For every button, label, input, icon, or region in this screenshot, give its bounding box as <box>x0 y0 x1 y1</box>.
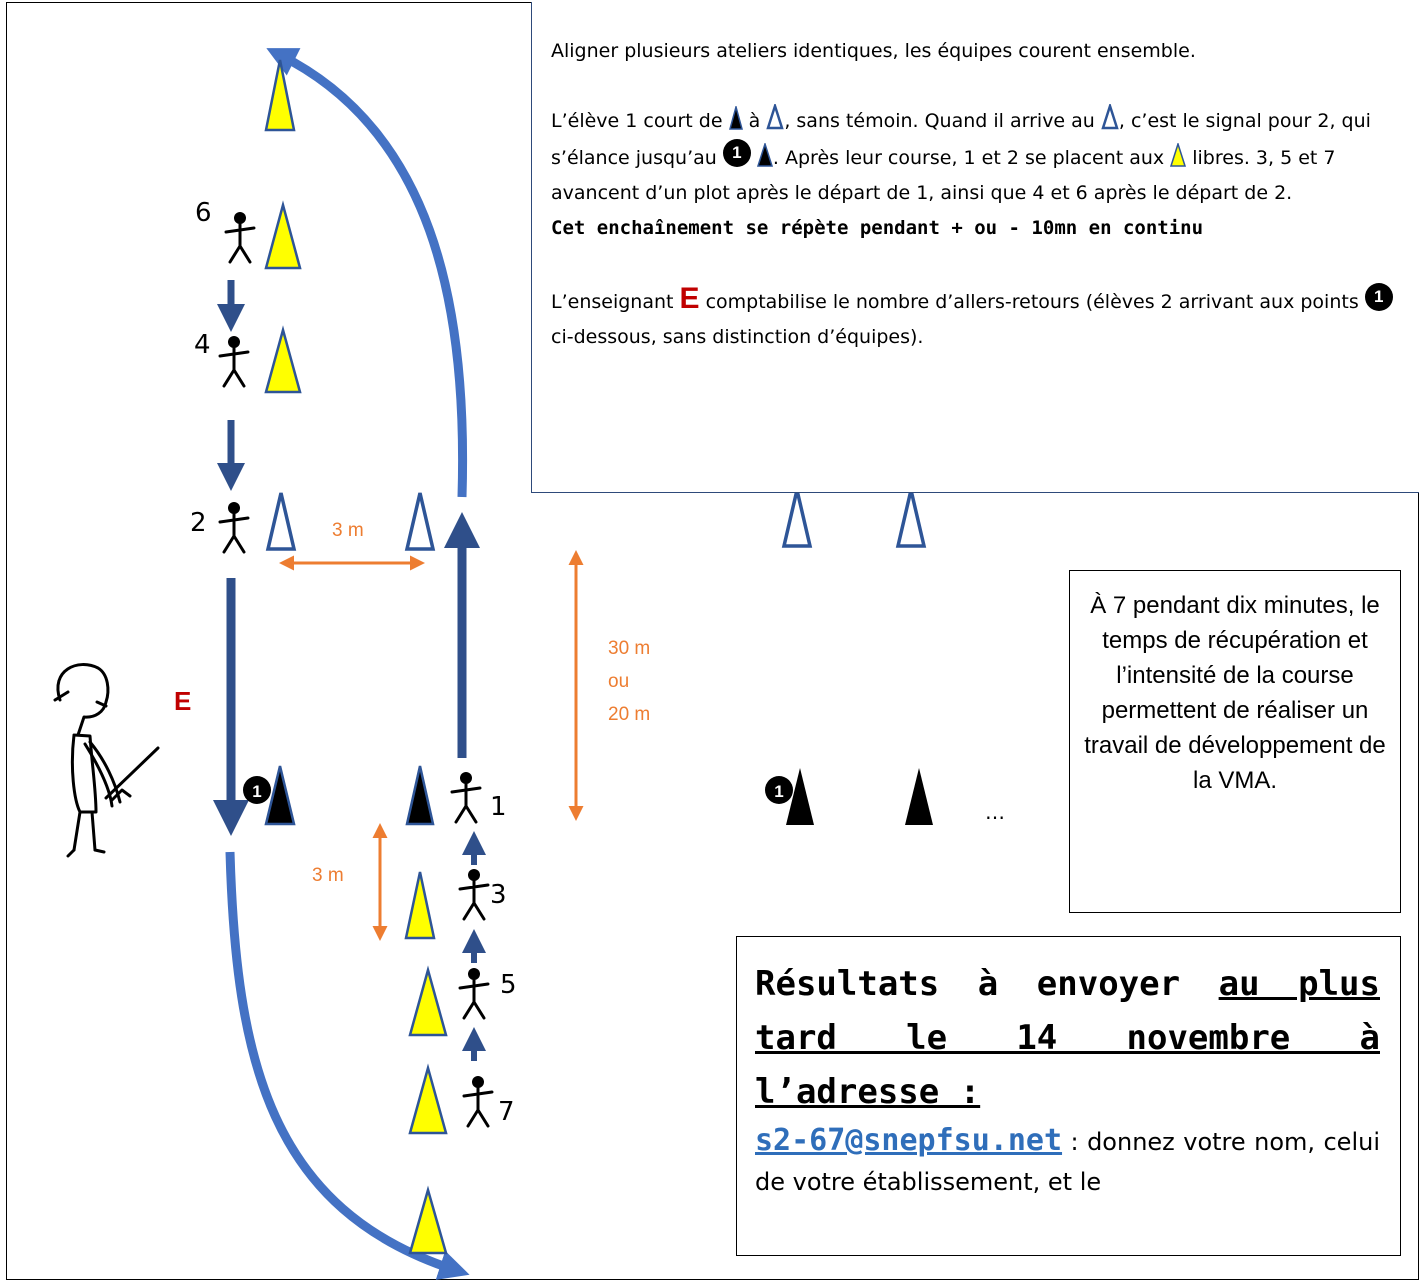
cone-black-icon <box>786 768 933 825</box>
runner-number: 1 <box>490 792 507 822</box>
return-path-top <box>280 55 463 497</box>
point-marker-label: 1 <box>774 782 783 801</box>
distance-label-spacing: 3 m <box>312 865 344 887</box>
results-box: Résultats à envoyer au plus tard le 14 n… <box>736 936 1401 1256</box>
distance-label-length: ou <box>608 671 629 693</box>
teacher-label: E <box>680 282 700 315</box>
email-link[interactable]: s2-67@snepfsu.net <box>755 1123 1062 1158</box>
runner-number: 3 <box>490 880 507 910</box>
distance-label-length: 20 m <box>608 704 650 726</box>
teacher-label: E <box>174 686 191 717</box>
runner-icon <box>220 212 492 1126</box>
instructions-box: Aligner plusieurs ateliers identiques, l… <box>531 2 1419 493</box>
instructions-intro: Aligner plusieurs ateliers identiques, l… <box>551 34 1401 69</box>
point-marker-icon <box>243 776 793 804</box>
cone-outline-icon <box>1101 104 1119 130</box>
instructions-text: , sans témoin. Quand il arrive au <box>784 110 1101 132</box>
point-marker-icon: 1 <box>1365 283 1393 311</box>
distance-label-width: 3 m <box>332 520 364 542</box>
cone-black-icon <box>266 766 433 824</box>
vma-note: À 7 pendant dix minutes, le temps de réc… <box>1069 570 1401 913</box>
results-deadline: Résultats à envoyer au plus tard le 14 n… <box>755 957 1380 1119</box>
instructions-rules: L’élève 1 court de à , sans témoin. Quan… <box>551 104 1401 211</box>
teacher-icon <box>55 665 158 856</box>
instructions-text: . Après leur course, 1 et 2 se placent a… <box>773 147 1170 169</box>
instructions-text: ci-dessous, sans distinction d’équipes). <box>551 326 923 348</box>
results-email-row: s2-67@snepfsu.net : donnez votre nom, ce… <box>755 1121 1380 1202</box>
cone-yellow-icon <box>266 60 446 1253</box>
runner-number: 6 <box>195 198 212 228</box>
instructions-counting: L’enseignant E comptabilise le nombre d’… <box>551 281 1401 355</box>
instructions-text: comptabilise le nombre d’allers-retours … <box>700 291 1365 313</box>
instructions-repeat: Cet enchaînement se répète pendant + ou … <box>551 211 1401 246</box>
instructions-text: L’élève 1 court de <box>551 110 729 132</box>
runner-number: 7 <box>498 1097 515 1127</box>
cone-outline-icon <box>268 490 924 549</box>
runner-number: 4 <box>194 330 211 360</box>
runner-number: 5 <box>500 970 517 1000</box>
instructions-text: L’enseignant <box>551 291 680 313</box>
distance-label-length: 30 m <box>608 638 650 660</box>
cone-outline-icon <box>766 104 784 130</box>
cone-black-icon <box>757 143 773 167</box>
instructions-text: à <box>743 110 767 132</box>
cone-yellow-icon <box>1170 143 1186 167</box>
continuation-ellipsis: … <box>985 800 1005 824</box>
point-marker-icon: 1 <box>723 139 751 167</box>
point-marker-label: 1 <box>252 782 261 801</box>
results-text: Résultats à envoyer <box>755 964 1219 1004</box>
runner-number: 2 <box>190 508 207 538</box>
cone-black-icon <box>729 106 743 130</box>
